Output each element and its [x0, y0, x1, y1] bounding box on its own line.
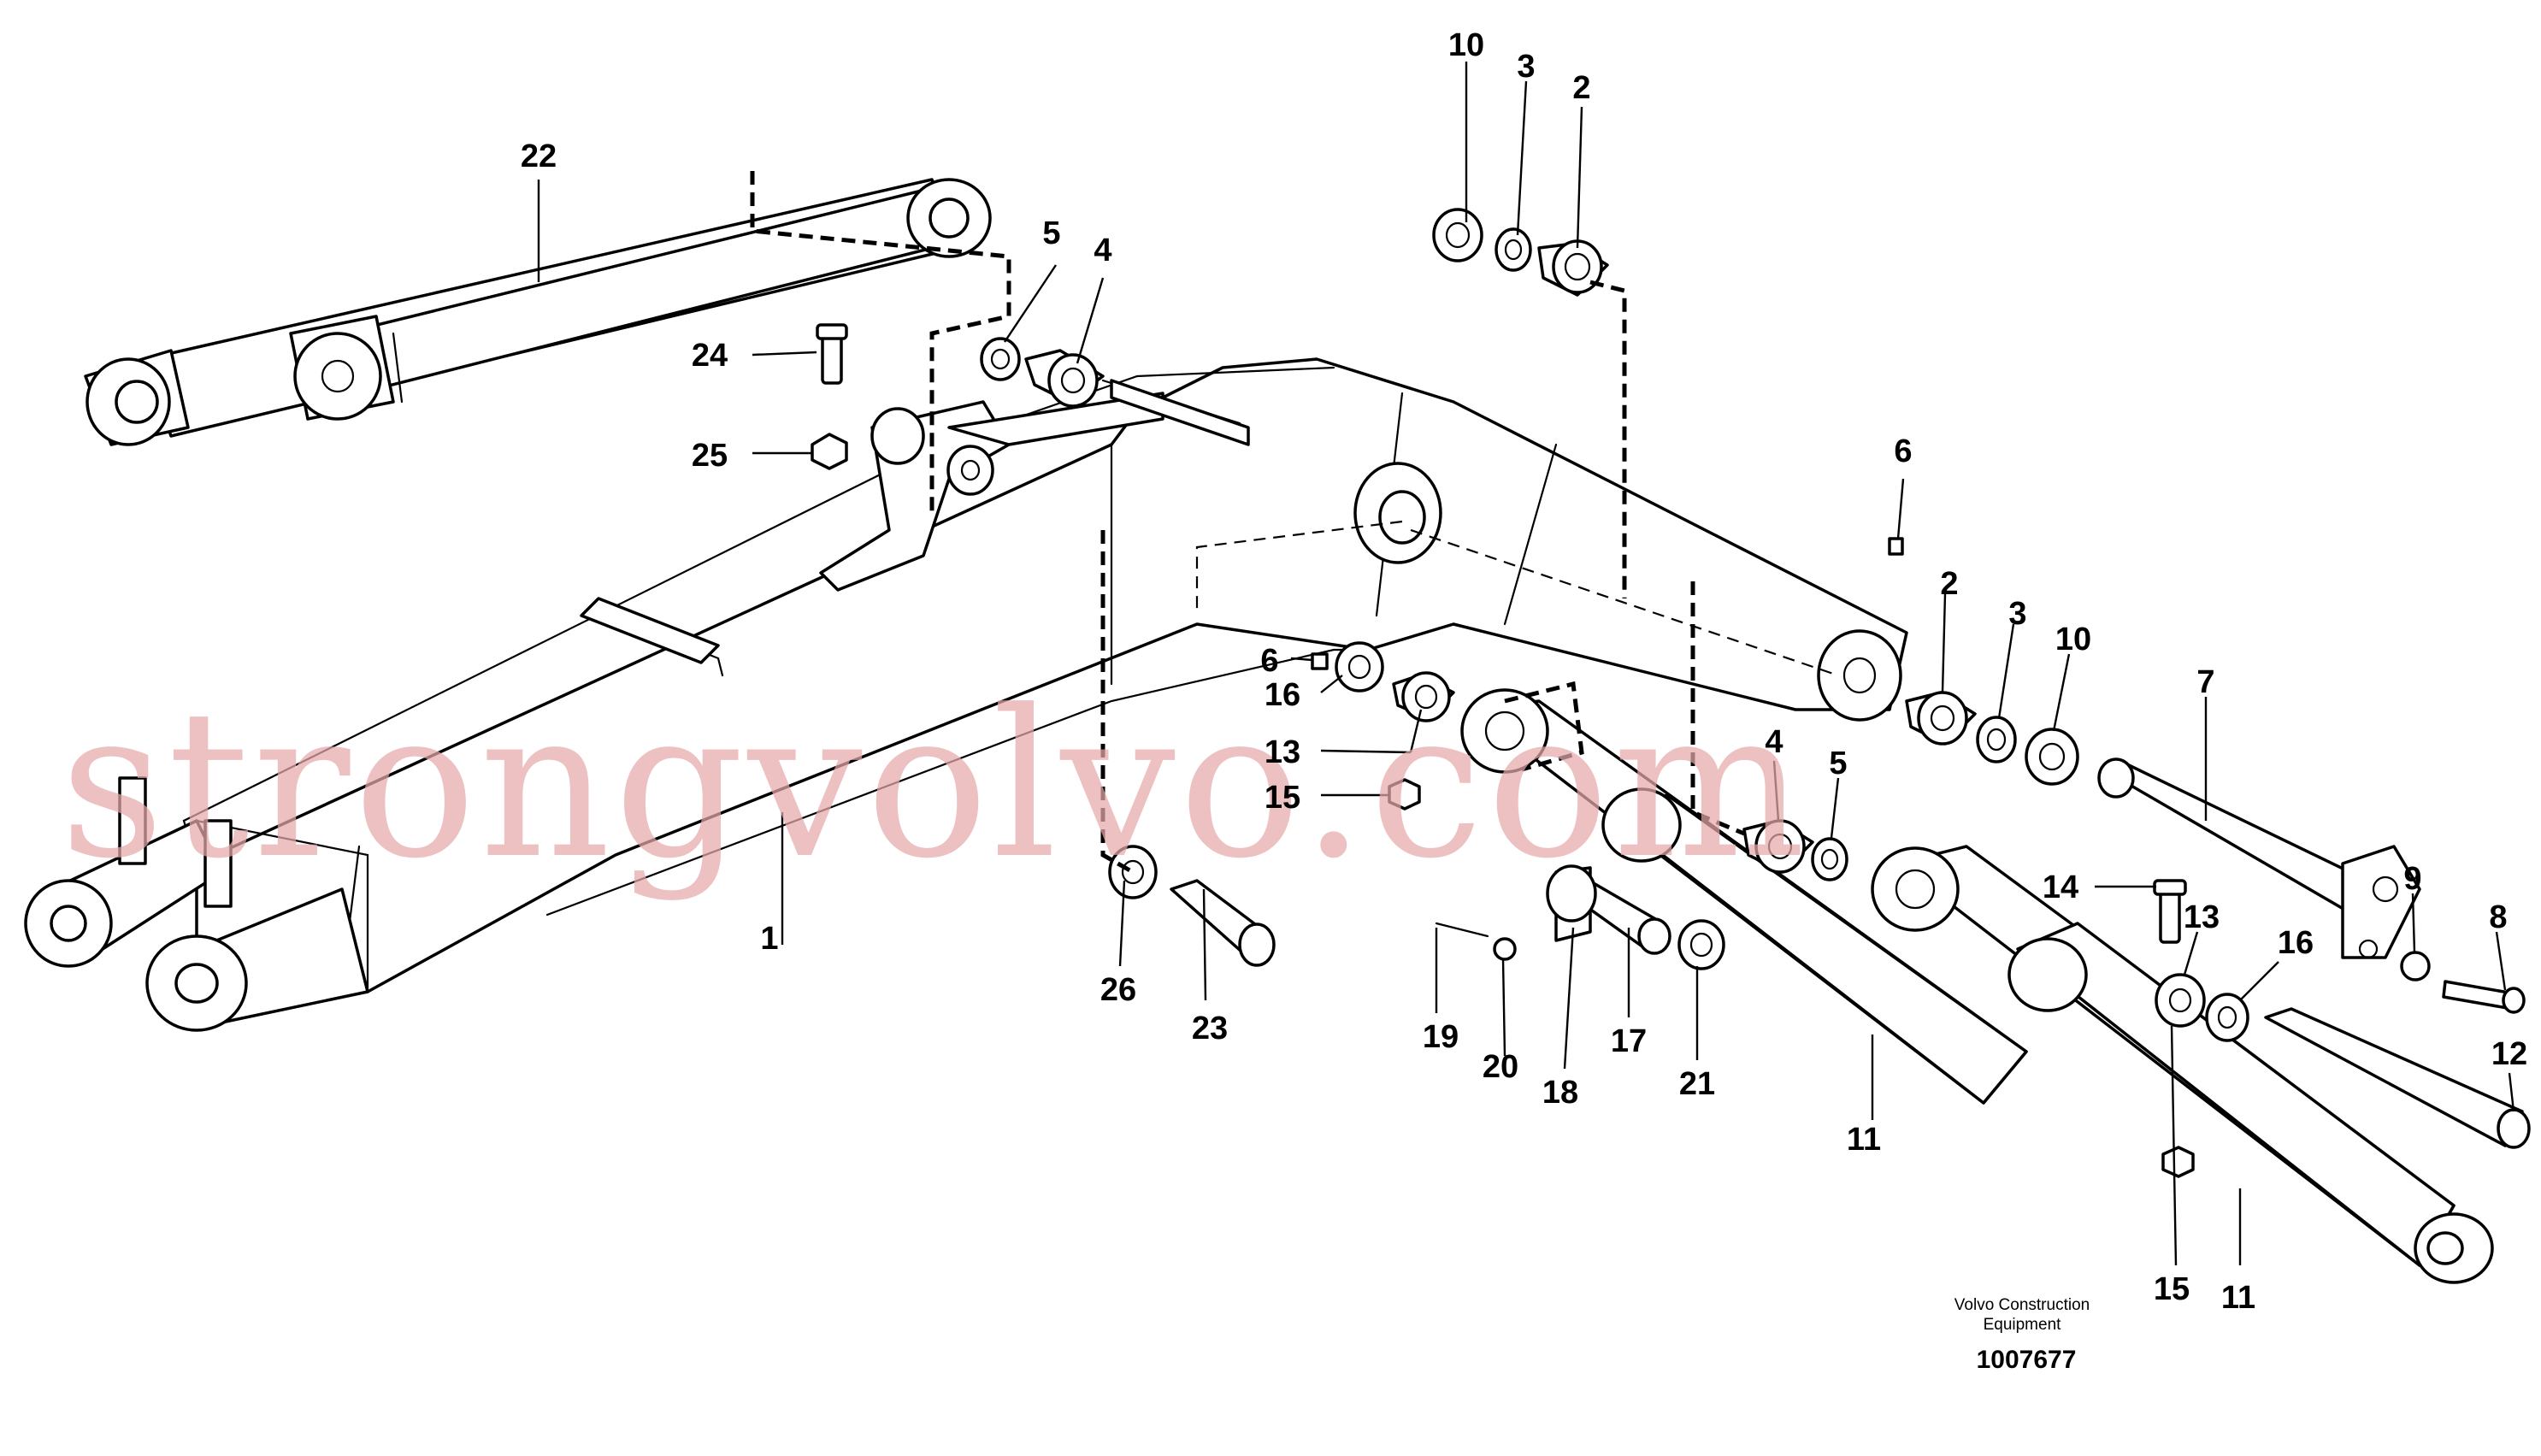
callout-20: 20 — [1483, 1049, 1518, 1085]
callout-24: 24 — [692, 338, 728, 374]
callout-10b: 10 — [2055, 622, 2091, 657]
maker-line-1: Volvo Construction — [1954, 1296, 2090, 1314]
callout-3b: 3 — [2008, 596, 2026, 632]
callout-9: 9 — [2403, 861, 2421, 897]
callout-5a: 5 — [1042, 215, 1060, 251]
footer: Volvo Construction Equipment 1007677 — [1954, 1296, 2090, 1374]
callout-labels: 1 2 2 3 3 4 4 5 5 6 6 7 8 9 10 10 11 11 … — [521, 27, 2527, 1316]
drawing-number: 1007677 — [1977, 1346, 2077, 1374]
callout-15a: 15 — [1265, 780, 1300, 816]
callout-10a: 10 — [1448, 27, 1484, 63]
assembly-lines — [750, 171, 1839, 875]
callout-18: 18 — [1542, 1075, 1578, 1111]
callout-7: 7 — [2196, 664, 2214, 700]
callout-1: 1 — [760, 921, 778, 957]
callout-11b: 11 — [2221, 1280, 2255, 1316]
callout-2a: 2 — [1572, 70, 1590, 106]
small-parts — [811, 208, 2531, 1178]
callout-4a: 4 — [1094, 233, 1111, 268]
boom-cylinder — [84, 178, 992, 446]
callout-13a: 13 — [1265, 734, 1300, 770]
callout-11a: 11 — [1847, 1122, 1881, 1158]
callout-22: 22 — [521, 139, 557, 174]
callout-19: 19 — [1423, 1019, 1459, 1055]
callout-23: 23 — [1192, 1011, 1228, 1046]
boom — [24, 357, 1908, 1032]
callout-16a: 16 — [1265, 677, 1300, 713]
callout-17: 17 — [1611, 1023, 1647, 1059]
callout-25: 25 — [692, 438, 728, 474]
callout-15b: 15 — [2154, 1271, 2190, 1307]
callout-21: 21 — [1679, 1066, 1715, 1102]
callout-2b: 2 — [1940, 566, 1958, 602]
callout-5b: 5 — [1829, 746, 1847, 781]
callout-6b: 6 — [1894, 433, 1912, 469]
callout-14: 14 — [2043, 869, 2078, 905]
callout-6a: 6 — [1260, 643, 1278, 679]
callout-16b: 16 — [2278, 925, 2314, 961]
callout-8: 8 — [2489, 899, 2507, 935]
cylinders-11 — [1460, 688, 2494, 1284]
watermark-text: strongvolvo.com — [60, 667, 1809, 904]
callout-13b: 13 — [2184, 899, 2220, 935]
callout-3a: 3 — [1517, 49, 1535, 85]
leader-lines — [537, 62, 2515, 1266]
callout-4b: 4 — [1765, 724, 1783, 760]
maker-line-2: Equipment — [1984, 1316, 2062, 1334]
callout-26: 26 — [1100, 972, 1136, 1008]
callout-12: 12 — [2491, 1036, 2527, 1072]
